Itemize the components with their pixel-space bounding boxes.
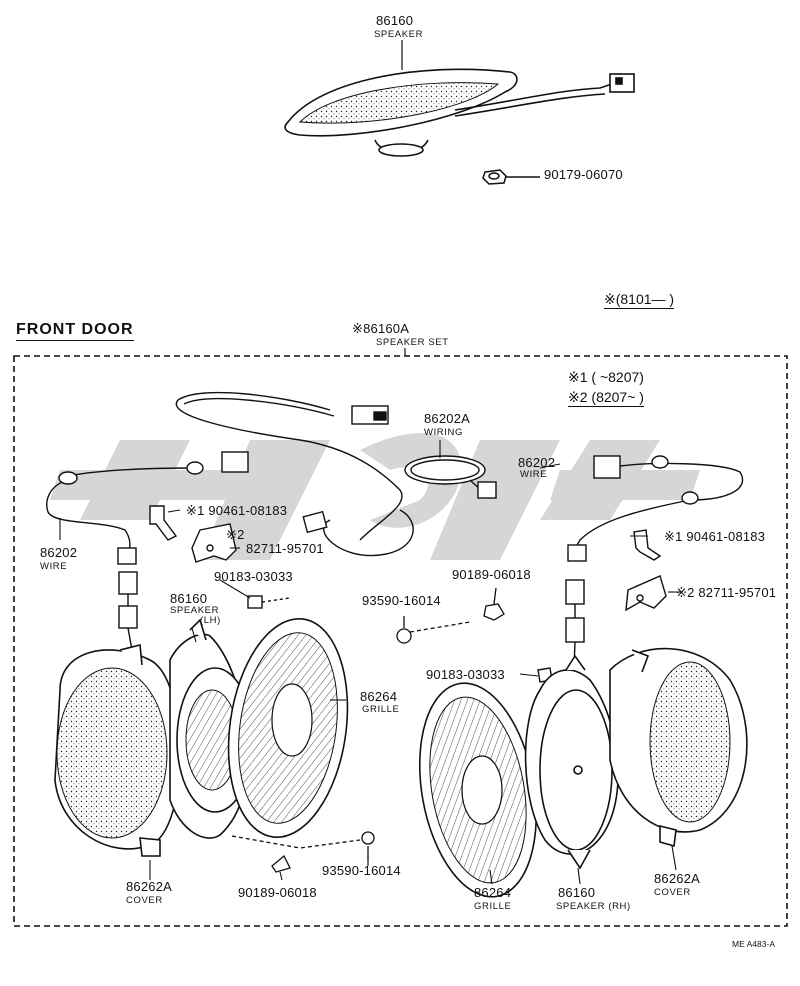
right-clamps-drawing [537, 529, 667, 683]
note-1: ※1 ( ~8207) [568, 369, 644, 385]
speaker-set-number: ※86160A [352, 321, 410, 336]
speaker-lh-name: SPEAKER [170, 605, 220, 616]
clamp-left-2-mark: ※2 [226, 527, 245, 542]
cover-left-name: COVER [126, 895, 163, 906]
cover-left-number: 86262A [126, 879, 173, 894]
middle-hardware-drawing [396, 587, 505, 644]
top-nut-drawing [482, 169, 540, 185]
wire-right-name: WIRE [520, 469, 548, 480]
wire-left-name: WIRE [40, 561, 68, 572]
left-clamps-drawing [149, 505, 291, 609]
right-cover-drawing [609, 647, 748, 848]
left-cover-drawing [54, 643, 181, 857]
clamp-right-1-number: ※1 90461-08183 [664, 529, 766, 544]
nut-right-number: 90183-03033 [426, 667, 505, 682]
right-speaker-drawing [524, 654, 619, 870]
leader-lines [59, 440, 682, 885]
top-speaker-number: 86160 [376, 13, 414, 28]
speaker-set-name: SPEAKER SET [376, 337, 449, 348]
front-door-frame [13, 355, 788, 927]
screw-bottom-number: 93590-16014 [322, 863, 401, 878]
note-2: ※2 (8207~ ) [568, 389, 644, 407]
wire-right-number: 86202 [518, 455, 556, 470]
cover-right-name: COVER [654, 887, 691, 898]
top-speaker-name: SPEAKER [374, 29, 424, 40]
speaker-rh-number: 86160 [558, 885, 596, 900]
nut-left-number: 90183-03033 [214, 569, 293, 584]
left-grille-drawing [227, 617, 349, 839]
right-grille-drawing [418, 682, 538, 898]
cover-right-number: 86262A [654, 871, 701, 886]
wire-left-number: 86202 [40, 545, 78, 560]
clip-mid-number: 90189-06018 [452, 567, 531, 582]
screw-mid-number: 93590-16014 [362, 593, 441, 608]
grille-right-name: GRILLE [474, 901, 512, 912]
grille-left-name: GRILLE [362, 704, 400, 715]
right-wire-drawing [565, 455, 744, 669]
watermark [50, 433, 700, 560]
grille-right-number: 86264 [474, 885, 512, 900]
wiring-harness-drawing [175, 391, 497, 557]
clamp-left-2-number: 82711-95701 [246, 541, 324, 556]
left-bottom-hardware [231, 831, 375, 873]
sheet-reference: ME A483-A [732, 939, 775, 949]
grille-left-number: 86264 [360, 689, 398, 704]
speaker-lh-number: 86160 [170, 591, 208, 606]
speaker-rh-name: SPEAKER (RH) [556, 901, 631, 912]
note-main: ※(8101— ) [604, 291, 675, 309]
section-title: FRONT DOOR [16, 322, 134, 341]
wiring-number: 86202A [424, 411, 471, 426]
speaker-lh-side: (LH) [200, 615, 221, 626]
clip-bottom-number: 90189-06018 [238, 885, 317, 900]
wiring-name: WIRING [424, 427, 463, 438]
clamp-left-1-number: ※1 90461-08183 [186, 503, 288, 518]
left-wire-drawing [46, 451, 249, 651]
clamp-right-2-number: ※2 82711-95701 [676, 585, 777, 600]
top-speaker-drawing [284, 68, 635, 157]
top-nut-number: 90179-06070 [544, 167, 623, 182]
